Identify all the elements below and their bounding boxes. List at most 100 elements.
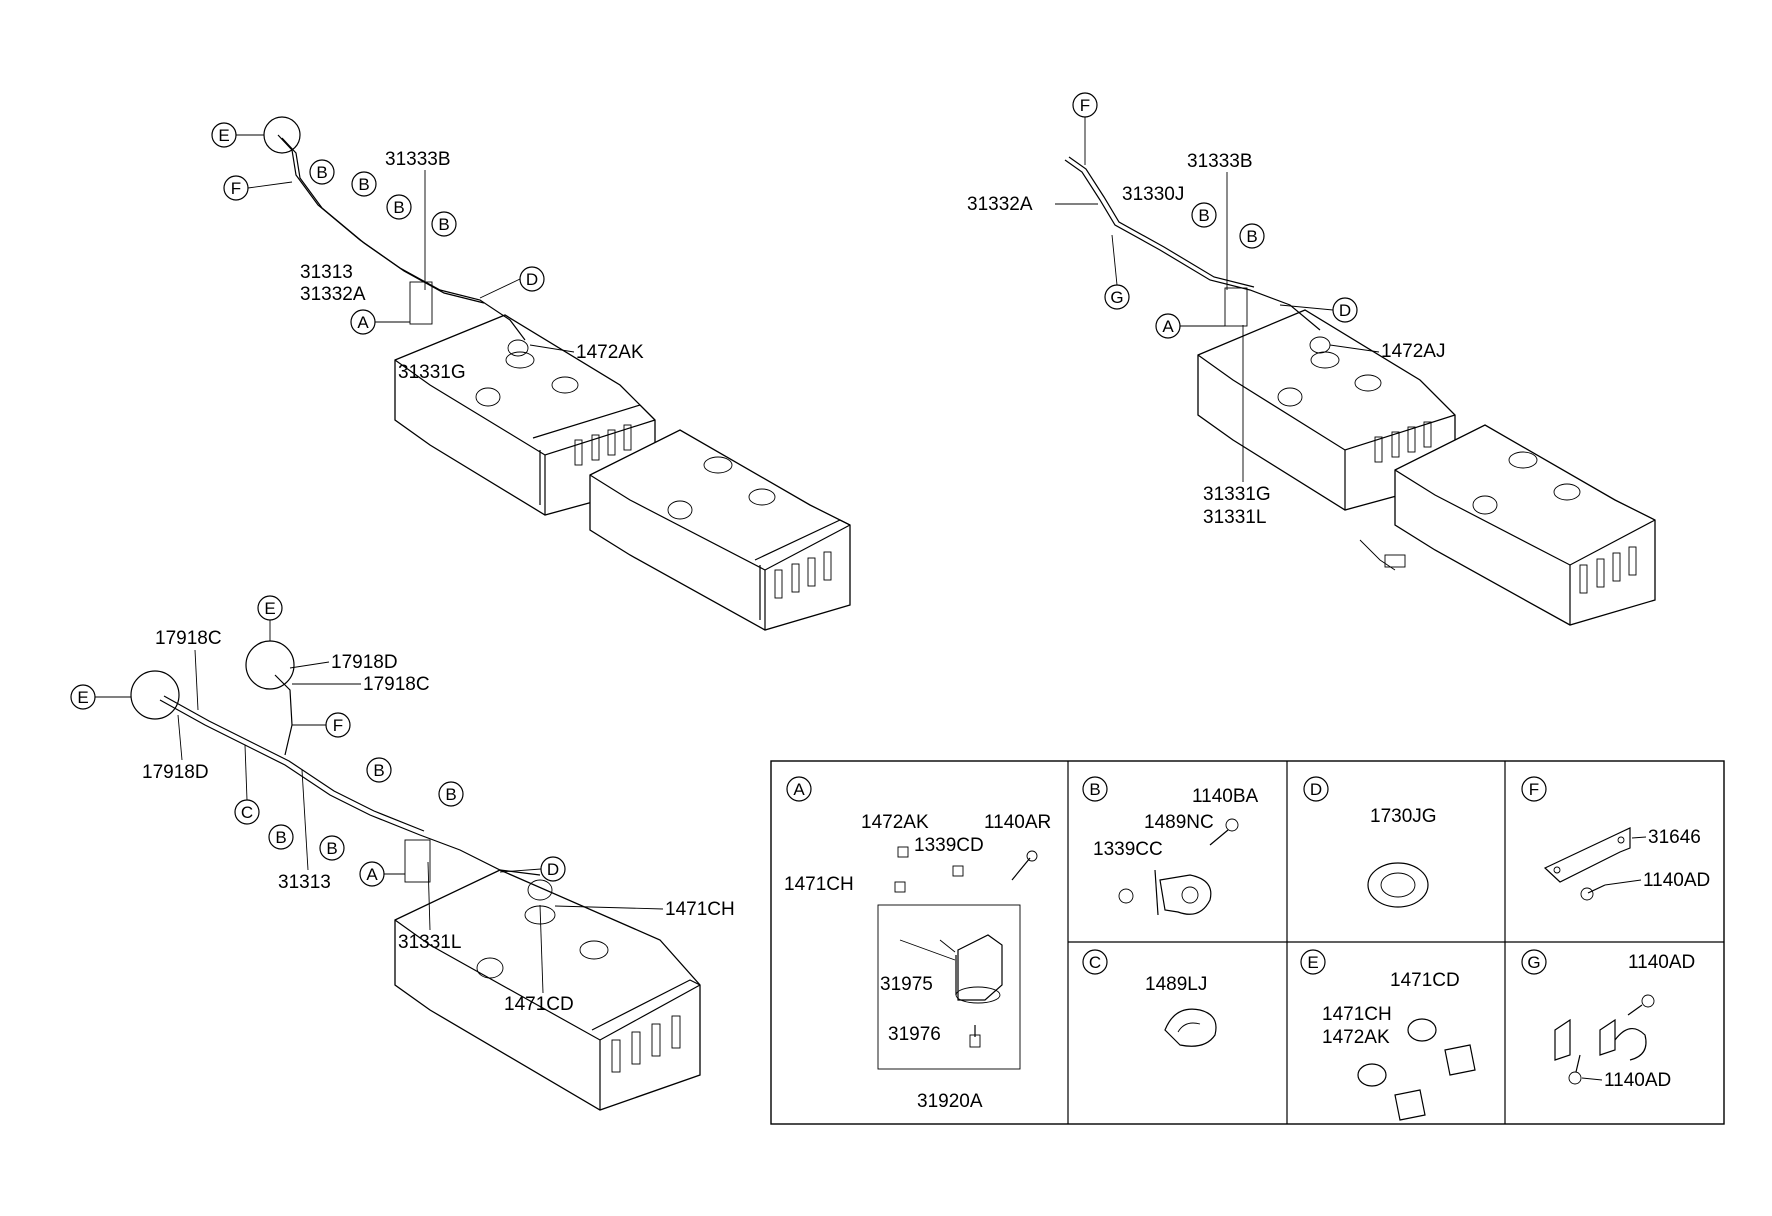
part-number: 31975 [880,974,933,995]
part-number: 31646 [1648,827,1701,848]
callout-a: A [1155,313,1181,339]
part-number: 1472AK [576,342,644,363]
detail-cell-b: B 1140BA 1489NC 1339CC [1082,776,1259,916]
callout-e: E [70,684,96,710]
callout-label: B [1198,206,1209,225]
callout-label: B [275,828,286,847]
part-number: 1471CH [1322,1004,1392,1025]
callout-label: A [357,313,369,332]
cell-letter: F [1529,780,1539,799]
part-number: 31976 [888,1024,941,1045]
callout-d: D [540,856,566,882]
callout-b: B [1239,223,1265,249]
callout-a: A [359,861,385,887]
callout-c: C [234,799,260,825]
detail-cell-e: E 1471CD 1471CH 1472AK [1300,949,1476,1121]
callout-label: D [526,270,538,289]
part-number: 31330J [1122,184,1184,205]
part-number: 1489NC [1144,812,1214,833]
part-number: 1472AK [1322,1027,1390,1048]
cell-letter: C [1089,953,1101,972]
callout-label: B [1246,227,1257,246]
detail-cell-g: G 1140AD 1140AD [1521,949,1695,1091]
cell-letter: D [1310,780,1322,799]
callout-b: B [438,781,464,807]
part-number: 31313 [278,872,331,893]
callout-label: F [1080,96,1090,115]
callout-label: B [358,175,369,194]
callout-b: B [1191,202,1217,228]
detail-cell-a: A 1472AK 1339CD 1140AR 1471CH 31975 3197… [784,776,1051,1112]
detail-table: A 1472AK 1339CD 1140AR 1471CH 31975 3197… [770,760,1725,1125]
part-number: 31331L [1203,507,1266,528]
part-number: 1140AD [1628,952,1695,973]
part-number: 31332A [300,284,366,305]
part-number: 31333B [385,149,451,170]
part-number: 31332A [967,194,1033,215]
callout-label: A [1162,317,1174,336]
callout-label: C [241,803,253,822]
callout-e: E [211,122,237,148]
callout-f: F [1072,92,1098,118]
cell-letter: G [1527,953,1540,972]
callout-label: B [326,839,337,858]
detail-cell-f: F 31646 1140AD [1521,776,1710,901]
part-number: 1471CH [665,899,735,920]
callout-label: D [547,860,559,879]
part-number: 1140AD [1643,870,1710,891]
part-number: 31331G [1203,484,1271,505]
callout-label: B [316,163,327,182]
diagram-3: E E F B B B B C A D 17918C 17918D 17918C… [70,595,735,1111]
callout-b: B [268,824,294,850]
part-number: 31331L [398,932,461,953]
diagram-2: F B B G A D 31333B 31330J 31332A 1472AJ … [967,92,1656,626]
callout-label: E [264,599,275,618]
detail-cell-c: C 1489LJ [1082,949,1217,1047]
callout-d: D [1332,297,1358,323]
part-number: 1471CH [784,874,854,895]
part-number: 1471CD [504,994,574,1015]
callout-label: D [1339,301,1351,320]
part-number: 1472AJ [1381,341,1445,362]
diagram-1: E F B B B B A D 31333B 31313 31332A 3133… [211,116,851,631]
detail-cell-d: D 1730JG [1303,776,1437,908]
callout-label: B [393,198,404,217]
callout-label: B [445,785,456,804]
part-number: 1339CD [914,835,984,856]
part-number: 1730JG [1370,806,1437,827]
callout-f: F [223,175,249,201]
callout-b: B [366,757,392,783]
part-number: 1140AR [984,812,1051,833]
fuel-tank-rear [589,429,851,631]
callout-label: G [1110,288,1123,307]
part-number: 31313 [300,262,353,283]
part-number: 17918C [155,628,222,649]
callout-label: E [77,688,88,707]
part-number: 1140BA [1192,786,1259,807]
callout-a: A [350,309,376,335]
callout-d: D [519,266,545,292]
callout-label: F [231,179,241,198]
callout-e: E [257,595,283,621]
fuel-tank-front [394,314,656,516]
part-number: 1339CC [1093,839,1163,860]
callout-g: G [1104,284,1130,310]
part-number: 17918C [363,674,430,695]
part-number: 31333B [1187,151,1253,172]
fuel-tank [394,869,701,1111]
callout-b: B [309,159,335,185]
callout-f: F [325,712,351,738]
part-number: 1489LJ [1145,974,1207,995]
cell-letter: E [1307,953,1318,972]
part-number: 17918D [142,762,209,783]
part-number: 1472AK [861,812,929,833]
part-number: 31920A [917,1091,983,1112]
part-number: 1471CD [1390,970,1460,991]
part-number: 1140AD [1604,1070,1671,1091]
callout-label: A [366,865,378,884]
callout-b: B [351,171,377,197]
part-number: 17918D [331,652,398,673]
cell-letter: B [1089,780,1100,799]
callout-label: E [218,126,229,145]
